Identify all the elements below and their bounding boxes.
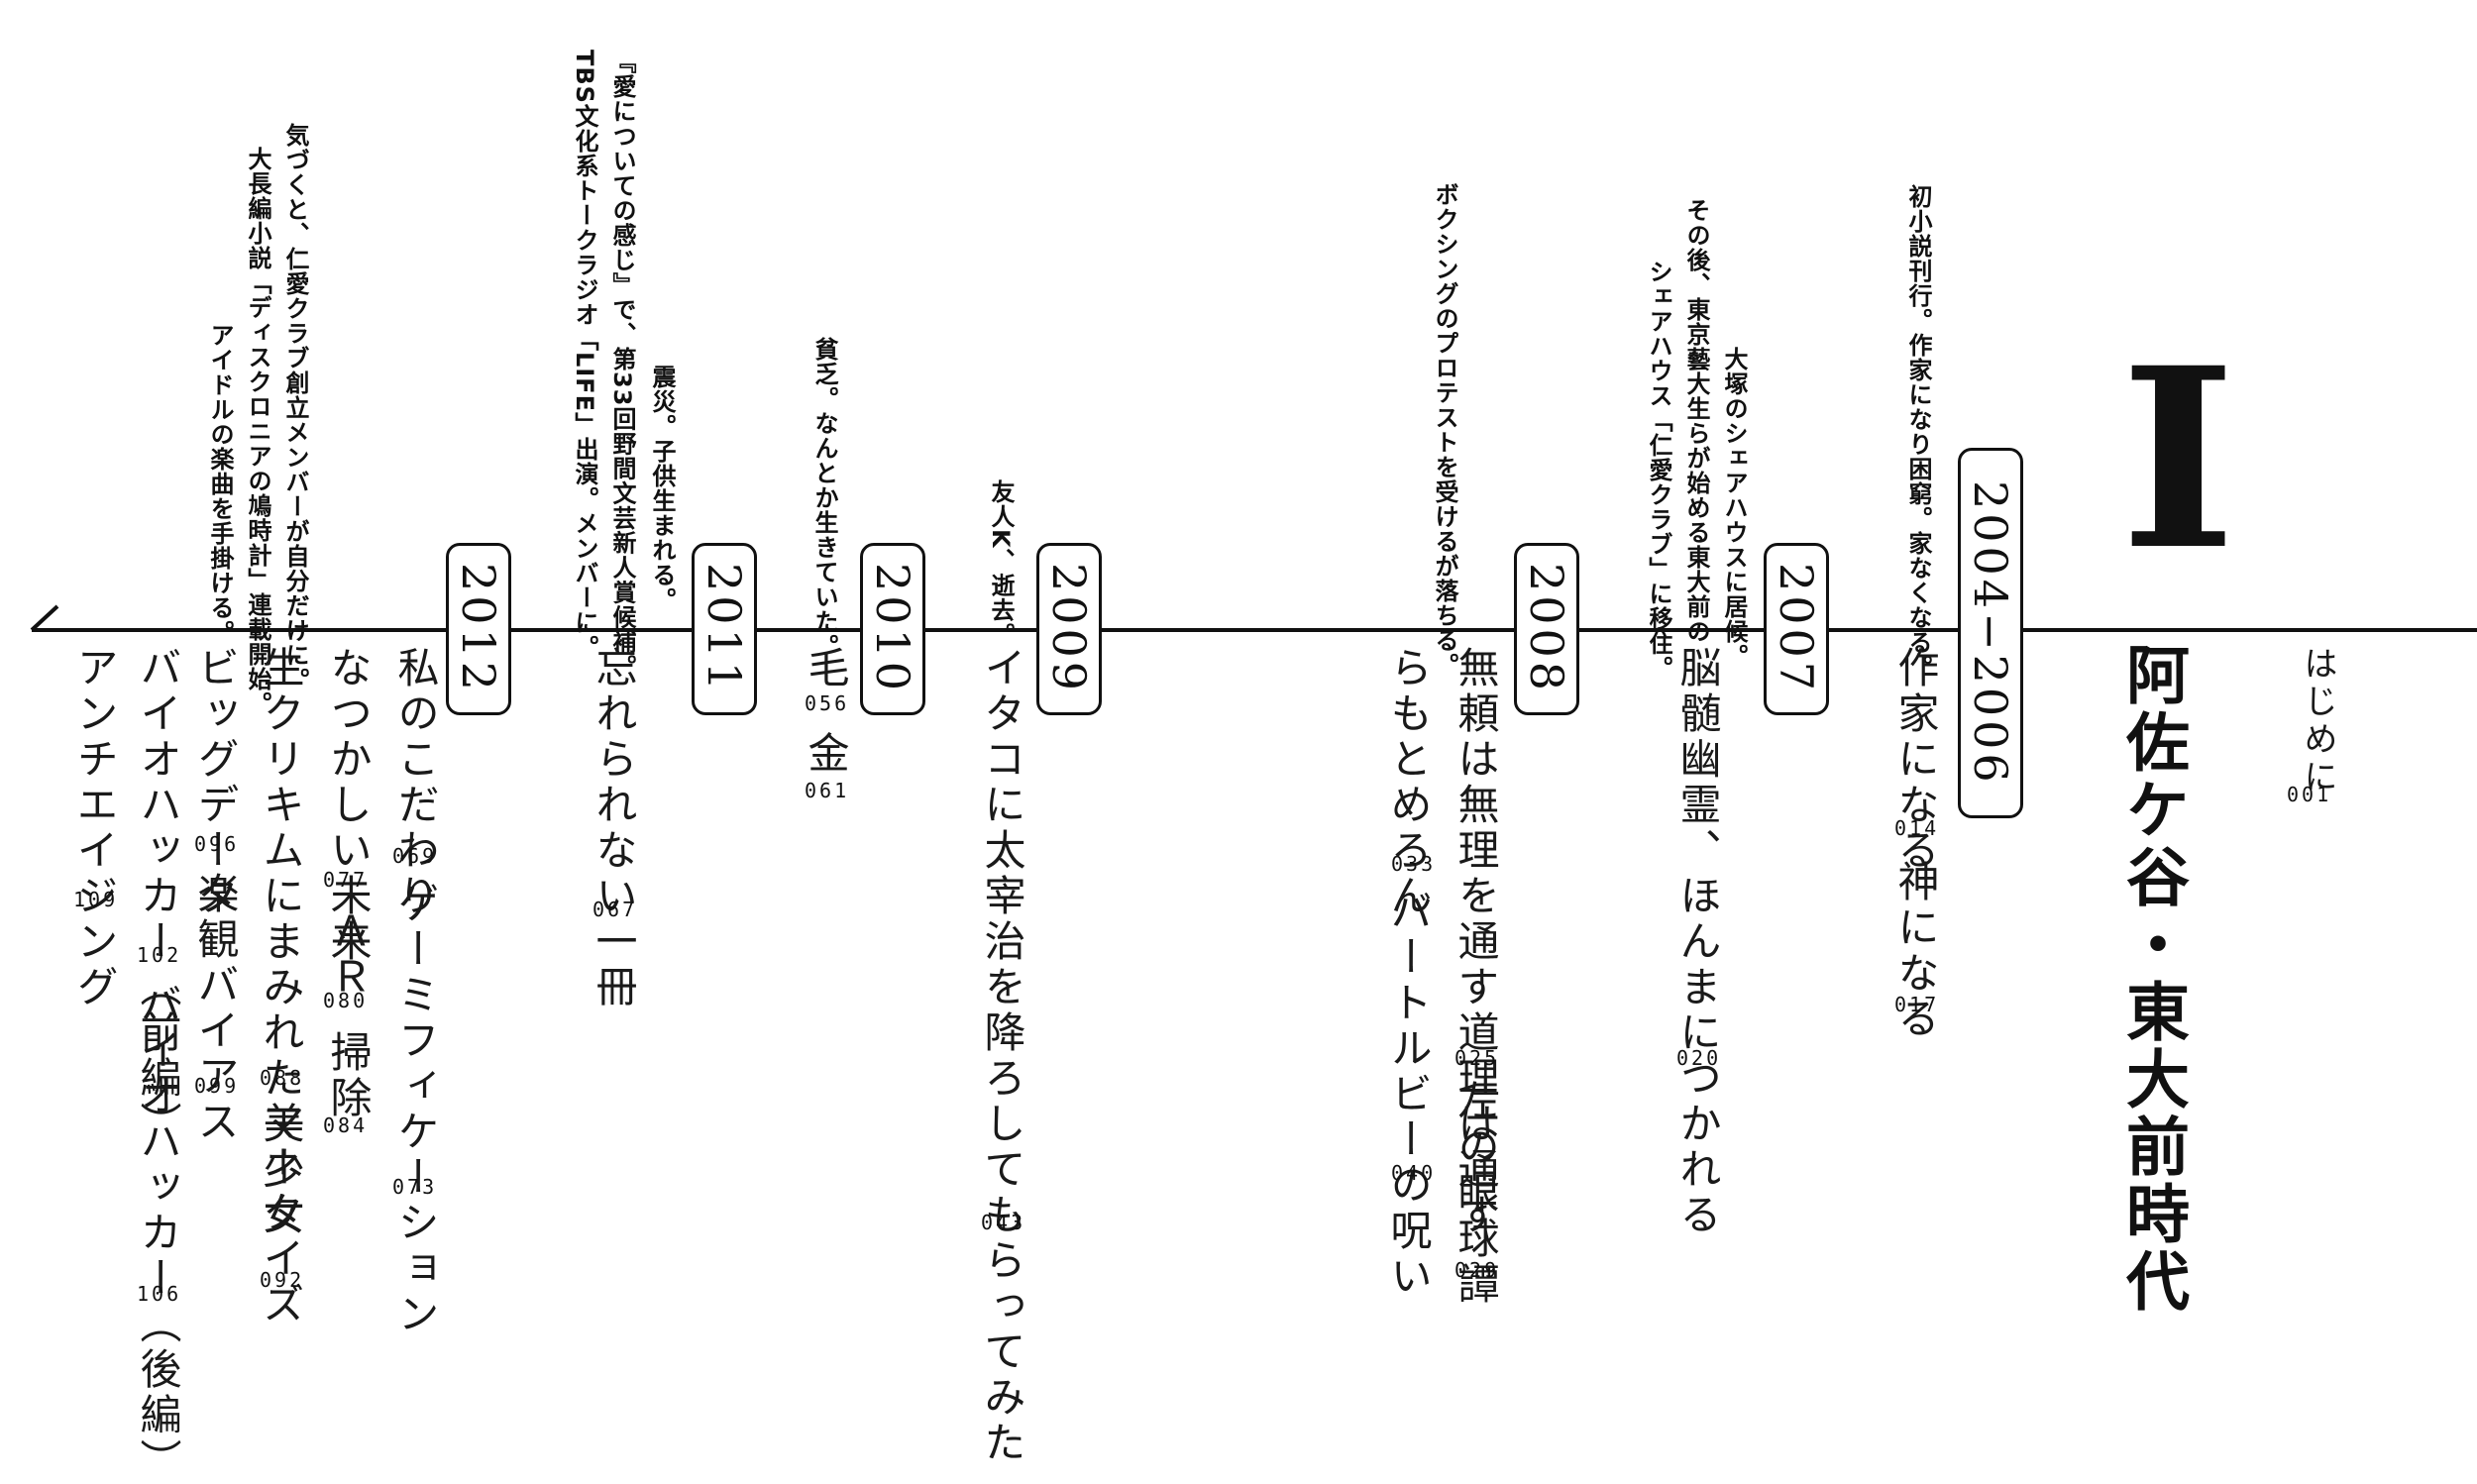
note-2007-line-2: その後、東京藝大生らが始める東大前の <box>1682 198 1710 644</box>
toc-entry-page: 043 <box>981 1211 1026 1234</box>
toc-entry-page: 056 <box>805 691 850 715</box>
toc-entry-title[interactable]: 生クリキムにまみれた美少女 <box>257 646 305 1238</box>
toc-entry-page: 099 <box>194 1074 240 1098</box>
toc-entry-page: 106 <box>137 1282 182 1306</box>
toc-entry-page: 088 <box>260 1066 305 1090</box>
chapter-title: 阿佐ケ谷・東大前時代 <box>2115 642 2189 1316</box>
toc-entry-title[interactable]: らもとめろん <box>1384 646 1433 919</box>
note-2012-line-2: 大長編小説「ディスクロニアの鳩時計」連載開始。 <box>244 147 271 716</box>
intro-title[interactable]: はじめに <box>2298 646 2337 796</box>
toc-entry-title[interactable]: 無頼は無理を通す道理は通す <box>1452 646 1500 1238</box>
year-badge-2010: 2010 <box>860 543 925 715</box>
toc-entry-title[interactable]: ＡＲ <box>324 909 373 1001</box>
toc-entry-title[interactable]: マネタイズ <box>257 1100 305 1327</box>
toc-entry-title[interactable]: バイオハッカー（後編） <box>134 983 182 1484</box>
note-2012-line-1: 気づくと、仁愛クラブ創立メンバーが自分だけに。 <box>281 123 309 692</box>
toc-entry-page: 092 <box>260 1268 305 1292</box>
toc-entry-title[interactable]: ゲーミフィケーション <box>391 882 440 1337</box>
intro-page: 001 <box>2287 783 2332 806</box>
toc-entry-page: 080 <box>323 989 369 1012</box>
toc-entry-page: 040 <box>1391 1161 1437 1185</box>
toc-entry-title[interactable]: なつかしい未来 <box>324 646 373 965</box>
note-2010-line-1: 貧乏。なんとか生きていた。 <box>810 337 838 659</box>
note-2011-line-1: 震災。子供生まれる。 <box>648 365 676 612</box>
year-badge-2011: 2011 <box>692 543 757 715</box>
toc-entry-page: 084 <box>323 1113 369 1137</box>
toc-entry-page: 077 <box>323 868 369 892</box>
toc-entry-title[interactable]: バイオハッカー（前編） <box>134 646 182 1147</box>
year-badge-2007: 2007 <box>1764 543 1829 715</box>
toc-entry-title[interactable]: 神になる <box>1891 860 1940 1042</box>
toc-entry-title[interactable]: 楽観バイアス <box>191 872 240 1145</box>
toc-entry-page: 109 <box>73 888 119 911</box>
year-badge-2009: 2009 <box>1036 543 1102 715</box>
note-2007-line-1: 大塚のシェアハウスに居候。 <box>1720 347 1748 669</box>
chapter-numeral: I <box>2120 313 2236 604</box>
note-2012-line-3: アイドルの楽曲を手掛ける。 <box>206 323 234 645</box>
note-2009-line-1: 友人K、逝去。 <box>987 479 1015 648</box>
note-2011-line-2: 『愛についての感じ』で、第33回野間文芸新人賞候補。 <box>608 50 636 680</box>
toc-entry-title[interactable]: イタコに太宰治を降ろしてもらってみた <box>978 646 1026 1466</box>
toc-entry-title[interactable]: 忘れられない一冊 <box>590 646 638 1010</box>
toc-entry-page: 029 <box>1454 1258 1500 1282</box>
toc-entry-page: 025 <box>1454 1046 1500 1070</box>
year-badge-2008: 2008 <box>1514 543 1579 715</box>
toc-entry-title[interactable]: バートルビーの呪い <box>1384 890 1433 1300</box>
toc-entry-page: 067 <box>592 898 638 921</box>
year-badge-2004-2006: 2004−2006 <box>1958 448 2023 818</box>
toc-entry-title[interactable]: アンチエイジング <box>70 646 119 1010</box>
toc-entry-page: 033 <box>1391 852 1437 876</box>
toc-entry-title[interactable]: 脳髄幽霊、ほんまにつかれる <box>1673 646 1722 1238</box>
toc-entry-title[interactable]: 掃除 <box>324 1030 373 1121</box>
toc-entry-title[interactable]: 私のこだわり <box>391 646 440 919</box>
toc-entry-title[interactable]: 金 <box>802 731 850 777</box>
year-badge-2012: 2012 <box>446 543 511 715</box>
note-2008-line-1: ボクシングのプロテストを受けるが落ちる。 <box>1431 182 1458 678</box>
toc-entry-page: 073 <box>392 1175 438 1199</box>
toc-entry-page: 096 <box>194 832 240 856</box>
note-2011-line-3: TBS文化系トークラジオ「LIFE」出演。メンバーに。 <box>571 50 598 660</box>
toc-entry-title[interactable]: ビッグデータ <box>191 646 240 919</box>
toc-entry-page: 020 <box>1676 1046 1722 1070</box>
toc-entry-title[interactable]: 毛 <box>802 646 850 691</box>
toc-entry-title[interactable]: 左の眼球譚 <box>1452 1080 1500 1308</box>
toc-entry-page: 061 <box>805 779 850 802</box>
timeline-line <box>30 604 2477 632</box>
note-2007-line-3: シェアハウス「仁愛クラブ」に移住。 <box>1645 260 1672 681</box>
toc-entry-title[interactable]: 作家になる <box>1891 646 1940 874</box>
toc-entry-page: 014 <box>1894 816 1940 840</box>
toc-entry-page: 017 <box>1894 993 1940 1016</box>
toc-entry-page: 069 <box>392 844 438 868</box>
toc-entry-page: 102 <box>137 943 182 967</box>
note-2004-line-1: 初小説刊行。作家になり困窮。家なくなる。 <box>1904 184 1932 680</box>
